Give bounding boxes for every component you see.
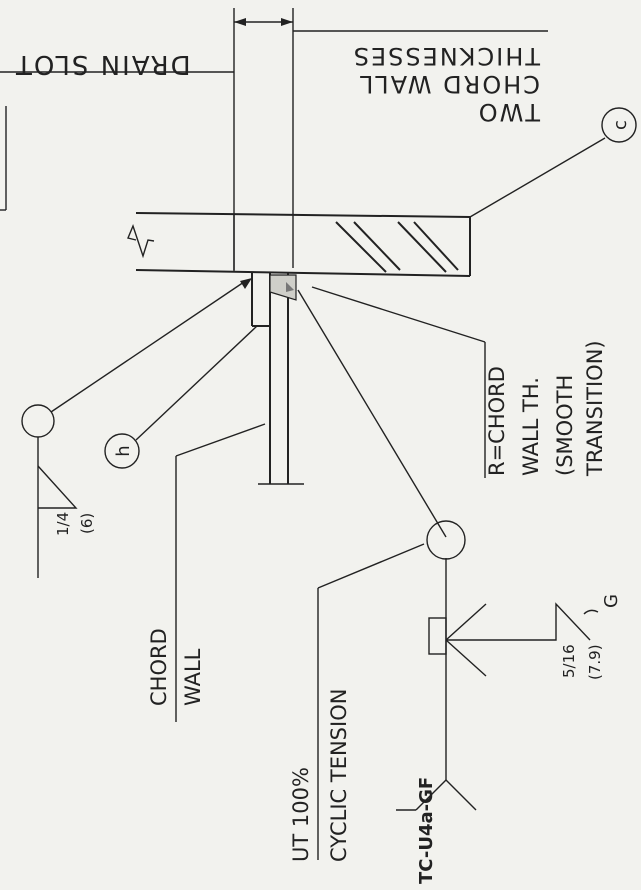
r-chord-label-line4: TRANSITION) [583,340,607,477]
chord-wall-label-line1: CHORD [147,628,171,706]
callout-upper-circle [21,404,55,438]
callout-c [601,107,637,143]
chord-wall-section [127,212,471,277]
r-chord-label-line2: WALL TH. [519,377,543,476]
r-chord-label-line1: R=CHORD [485,366,509,476]
callout-h-letter: h [113,445,134,456]
ut-label-line1: UT 100% [289,767,313,862]
upper-fillet-size: 1/4 [54,512,72,536]
ut-label-line2: CYCLIC TENSION [327,689,351,862]
r-chord-label-line3: (SMOOTH [553,375,577,476]
brace-wall [251,273,304,485]
leader-lines [0,137,606,860]
lower-fillet-size-metric: (7.9) [586,644,604,680]
callout-c-letter: c [610,120,631,130]
callout-h [104,433,140,469]
drain-slot-label: DRAIN SLOT [14,49,191,79]
lower-weld-symbol [396,558,599,811]
drain-slot-leader [0,71,234,210]
callout-lower-circle [426,520,466,560]
upper-fillet-weld-symbol [37,437,78,578]
lower-fillet-size: 5/16 [560,644,578,678]
two-chord-label-line3: THICKNESSES [352,42,541,70]
weld-detail-id: TC-U4a-GF [416,777,437,884]
two-chord-label-line2: CHORD WALL [358,70,540,98]
two-chord-label-line1: TWO [477,98,541,126]
chord-wall-label-line2: WALL [181,648,205,706]
upper-fillet-size-metric: (6) [78,513,96,534]
groove-symbol-letter: G [601,594,622,608]
